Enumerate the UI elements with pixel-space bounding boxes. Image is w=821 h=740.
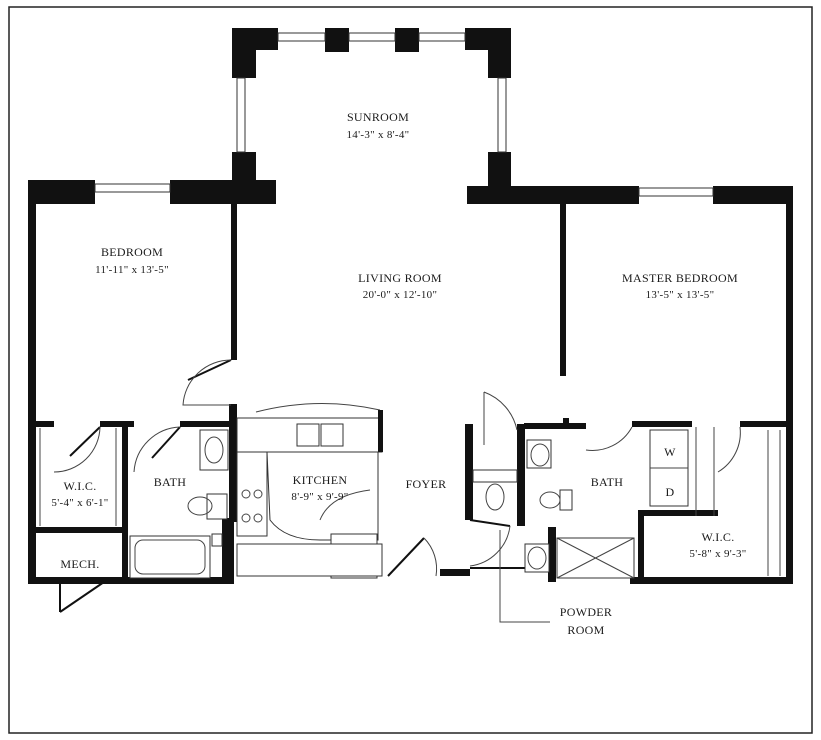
interior-walls: [28, 204, 788, 582]
top-windows: [94, 183, 714, 197]
dryer-label: D: [666, 485, 675, 499]
exterior-walls: [28, 180, 793, 584]
kitchen-dims: 8'-9" x 9'-9": [291, 491, 348, 503]
mech-name: MECH.: [60, 557, 99, 571]
kitchen-fixtures: [236, 403, 383, 579]
right-bath-name: BATH: [591, 475, 624, 489]
master-bedroom-dims: 13'-5" x 13'-5": [646, 289, 715, 301]
left-bath-fixtures: [129, 429, 229, 579]
left-wic-name: W.I.C.: [63, 479, 96, 493]
bedroom-name: BEDROOM: [101, 245, 163, 259]
left-wic-dims: 5'-4" x 6'-1": [51, 497, 108, 509]
kitchen-name: KITCHEN: [293, 473, 348, 487]
sunroom-windows: [236, 32, 507, 153]
foyer-name: FOYER: [406, 477, 447, 491]
right-wic-name: W.I.C.: [701, 530, 734, 544]
powder-room-leader: [499, 530, 550, 623]
top-walls: [28, 180, 793, 204]
powder-room-line1: POWDER: [560, 605, 612, 619]
living-room-name: LIVING ROOM: [358, 271, 442, 285]
left-wic-shelves: [39, 428, 117, 526]
powder-room-fixtures: [470, 469, 525, 569]
sunroom-name: SUNROOM: [347, 110, 409, 124]
right-bath-fixtures: [524, 439, 635, 579]
living-room-dims: 20'-0" x 12'-10": [363, 289, 438, 301]
page-frame: [8, 6, 813, 734]
doors: [53, 359, 741, 613]
powder-room-line2: ROOM: [567, 623, 604, 637]
bedroom-dims: 11'-11" x 13'-5": [95, 264, 169, 276]
right-wic-dims: 5'-8" x 9'-3": [689, 548, 746, 560]
master-bedroom-name: MASTER BEDROOM: [622, 271, 738, 285]
washer-label: W: [664, 445, 676, 459]
laundry-closet: [649, 427, 781, 576]
room-labels: SUNROOM 14'-3" x 8'-4" BEDROOM 11'-11" x…: [51, 110, 746, 637]
sunroom-dims: 14'-3" x 8'-4": [347, 129, 410, 141]
left-bath-name: BATH: [154, 475, 187, 489]
